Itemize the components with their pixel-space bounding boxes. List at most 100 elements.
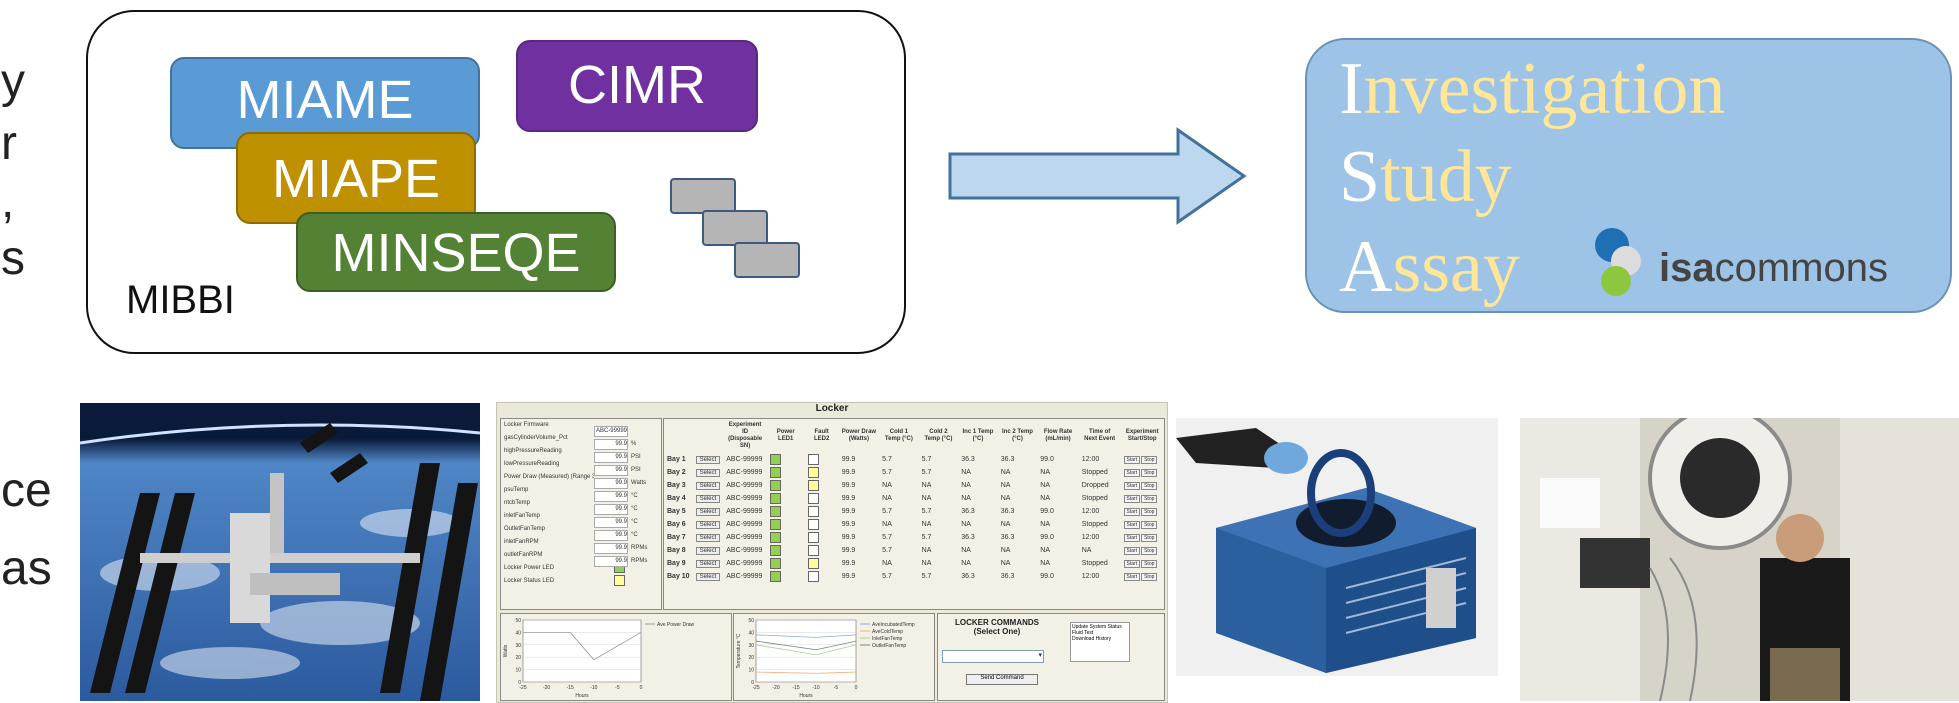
x-tick-label: -15 [792,685,799,691]
inc1-temp: 36.3 [961,456,975,463]
y-tick-label: 0 [518,680,521,686]
y-tick-label: 40 [515,630,521,636]
stop-button[interactable]: Stop [1141,533,1158,542]
bay-select-button[interactable]: Select [695,468,721,477]
stop-button[interactable]: Stop [1141,468,1158,477]
field-value: 99.9 [594,452,628,463]
command-select[interactable]: ▾ [942,650,1044,663]
miape-label: MIAPE [271,149,441,209]
inc1-temp: 36.3 [961,573,975,580]
bay-label: Bay 2 [667,469,686,476]
command-fluid-test[interactable]: Fluid Test [1072,630,1094,636]
next-event: 12:00 [1081,573,1100,580]
flow-rate: NA [1040,521,1050,528]
start-button[interactable]: Start [1123,520,1141,529]
start-button[interactable]: Start [1123,468,1141,477]
bay-id: ABC-99999 [726,534,763,541]
locker-commands-panel: LOCKER COMMANDS (Select One) ▾ Send Comm… [937,613,1165,701]
power-draw: 99.9 [841,573,856,580]
stop-button[interactable]: Stop [1141,559,1158,568]
inc1-temp: NA [961,469,971,476]
legend-label: InletFanTemp [872,636,903,642]
fault-led-icon [807,506,819,517]
bay-select-button[interactable]: Select [695,507,721,516]
start-button[interactable]: Start [1123,507,1141,516]
start-button[interactable]: Start [1123,546,1141,555]
right-arrow-icon [948,127,1247,225]
bay-select-button[interactable]: Select [695,494,721,503]
status-led-row: Locker Status LED [501,575,661,588]
start-button[interactable]: Start [1123,559,1141,568]
space-station-photo [80,403,480,701]
send-command-button[interactable]: Send Command [966,674,1038,685]
command-download-history[interactable]: Download History [1072,636,1112,642]
stop-button[interactable]: Stop [1141,507,1158,516]
bay-select-cell: Select [693,466,724,479]
x-tick-label: -15 [567,685,574,691]
bay-select-button[interactable]: Select [695,520,721,529]
start-button[interactable]: Start [1123,533,1141,542]
cold1-temp: 5.7 [882,547,892,554]
inc2-temp: NA [1000,521,1011,528]
inc2-temp: NA [1000,560,1011,567]
power-draw: 99.9 [841,521,856,528]
locker-title: Locker [815,403,849,414]
flow-rate: NA [1040,495,1050,502]
field-unit: PSI [631,467,641,473]
stop-button[interactable]: Stop [1141,455,1158,464]
plot-area [755,619,857,683]
fault-led-cell [805,479,839,492]
cold2-temp: 5.7 [921,469,932,476]
x-tick-label: -10 [590,685,597,691]
bay-label: Bay 7 [667,534,686,541]
next-event: NA [1081,547,1092,554]
bay-id: ABC-99999 [726,573,763,580]
power-draw: 99.9 [841,547,856,554]
bay-select-button[interactable]: Select [695,559,721,568]
bay-label: Bay 4 [667,495,686,502]
cold2-temp: 5.7 [921,456,932,463]
stop-button[interactable]: Stop [1141,546,1158,555]
bay-select-cell: Select [693,492,724,505]
stop-button[interactable]: Stop [1141,481,1158,490]
stop-button[interactable]: Stop [1141,572,1158,581]
bay-select-button[interactable]: Select [695,546,721,555]
stop-button[interactable]: Stop [1141,494,1158,503]
bay-select-cell: Select [693,479,724,492]
fault-led-icon [807,558,819,569]
cold2-temp: NA [921,560,932,567]
bay-select-cell: Select [693,557,724,570]
start-button[interactable]: Start [1123,481,1141,490]
power-draw: 99.9 [841,508,856,515]
bay-select-button[interactable]: Select [695,533,721,542]
field-value: 99.9 [594,478,628,489]
stop-button[interactable]: Stop [1141,520,1158,529]
x-axis-label: Hours [799,693,813,699]
start-button[interactable]: Start [1123,455,1141,464]
legend-label: Ave Power Draw [657,622,695,628]
cold2-temp: NA [921,521,932,528]
x-tick-label: -5 [615,685,620,691]
power-draw: 99.9 [841,534,856,541]
y-tick-label: 50 [748,618,754,624]
power-led-cell [767,570,805,583]
inc1-temp: NA [961,521,971,528]
bay-select-button[interactable]: Select [695,455,721,464]
bay-select-button[interactable]: Select [695,572,721,581]
inc2-temp: 36.3 [1000,508,1015,515]
start-button[interactable]: Start [1123,494,1141,503]
locker-hardware-image [1176,418,1498,676]
start-button[interactable]: Start [1123,572,1141,581]
locker-field-row: gasCylinderVolume_Pct99.9% [501,432,661,450]
field-unit: PSI [631,454,641,460]
bay-select-button[interactable]: Select [695,481,721,490]
x-tick-label: -10 [812,685,819,691]
cold2-temp: NA [921,495,932,502]
bay-label: Bay 8 [667,547,686,554]
command-update-status[interactable]: Update System Status [1072,624,1122,630]
